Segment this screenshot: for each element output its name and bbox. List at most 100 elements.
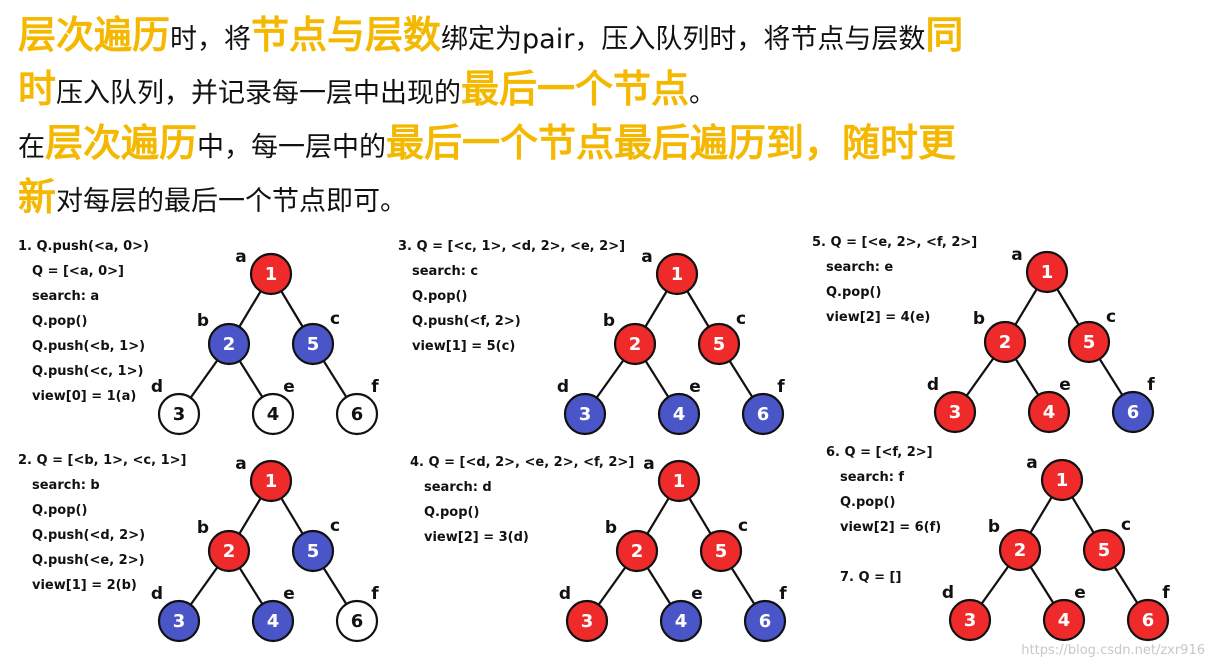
node-letter: d xyxy=(151,584,163,604)
tree-node-c xyxy=(697,322,741,366)
tree-node-a xyxy=(1025,250,1069,294)
node-number: 1 xyxy=(1056,470,1069,491)
code-line: 3. Q = [<c, 1>, <d, 2>, <e, 2>] xyxy=(398,239,625,254)
node-letter: c xyxy=(330,309,340,329)
intro-line-1: 层次遍历时，将节点与层数绑定为pair，压入队列时，将节点与层数同 xyxy=(18,8,1203,62)
node-letter: e xyxy=(1059,375,1071,395)
node-number: 3 xyxy=(581,611,594,632)
tree-node-a xyxy=(249,252,293,296)
node-letter: b xyxy=(197,311,209,331)
node-number: 1 xyxy=(673,471,686,492)
tree-node-b xyxy=(998,528,1042,572)
body-text: 压入队列，并记录每一层中出现的 xyxy=(56,78,462,109)
tree-node-b xyxy=(613,322,657,366)
step-panel-3: 3. Q = [<c, 1>, <d, 2>, <e, 2>]search: c… xyxy=(398,239,785,436)
node-letter: e xyxy=(1074,583,1086,603)
node-number: 5 xyxy=(715,541,728,562)
node-letter: b xyxy=(988,517,1000,537)
tree-node-d xyxy=(563,392,607,436)
node-letter: a xyxy=(235,454,246,474)
node-letter: f xyxy=(371,377,379,397)
tree-node-a xyxy=(249,459,293,503)
code-line: Q.pop() xyxy=(424,505,479,520)
highlight-text: 层次遍历 xyxy=(45,121,198,165)
node-number: 4 xyxy=(1043,402,1056,423)
body-text: 对每层的最后一个节点即可。 xyxy=(56,186,408,217)
node-number: 3 xyxy=(579,404,592,425)
code-line: 5. Q = [<e, 2>, <f, 2>] xyxy=(812,236,977,250)
node-number: 2 xyxy=(629,334,642,355)
code-line: view[1] = 5(c) xyxy=(412,339,515,354)
code-line: Q.push(<d, 2>) xyxy=(32,528,145,543)
code-line: Q = [<a, 0>] xyxy=(32,264,124,279)
code-line: Q.push(<c, 1>) xyxy=(32,364,143,379)
node-letter: f xyxy=(777,377,785,397)
tree-node-b xyxy=(207,529,251,573)
code-line: search: f xyxy=(840,470,904,485)
node-letter: b xyxy=(973,309,985,329)
tree-node-e xyxy=(1027,390,1071,434)
tree-node-d xyxy=(157,599,201,643)
node-number: 6 xyxy=(757,404,770,425)
tree-node-c xyxy=(291,529,335,573)
tree-node-a xyxy=(1040,458,1084,502)
code-line: view[2] = 6(f) xyxy=(840,520,941,535)
code-line: 1. Q.push(<a, 0>) xyxy=(18,239,149,254)
tree-node-c xyxy=(291,322,335,366)
code-line: 2. Q = [<b, 1>, <c, 1>] xyxy=(18,453,186,468)
node-letter: d xyxy=(559,584,571,604)
node-letter: a xyxy=(643,454,654,474)
node-number: 4 xyxy=(267,404,280,425)
node-letter: c xyxy=(1106,307,1116,327)
node-letter: e xyxy=(689,377,701,397)
tree-node-d xyxy=(157,392,201,436)
node-number: 2 xyxy=(223,541,236,562)
node-number: 5 xyxy=(1083,332,1096,353)
node-number: 6 xyxy=(1142,610,1155,631)
node-number: 6 xyxy=(351,611,364,632)
node-number: 1 xyxy=(265,264,278,285)
tree-node-f xyxy=(335,392,379,436)
intro-line-4: 新对每层的最后一个节点即可。 xyxy=(18,170,1203,224)
node-letter: f xyxy=(371,584,379,604)
node-letter: e xyxy=(691,584,703,604)
step-panel-5: 5. Q = [<e, 2>, <f, 2>]search: eQ.pop()v… xyxy=(812,236,1155,434)
node-number: 3 xyxy=(173,404,186,425)
code-line: view[2] = 4(e) xyxy=(826,310,930,325)
body-text: 。 xyxy=(689,78,717,109)
node-number: 2 xyxy=(999,332,1012,353)
code-line: search: b xyxy=(32,478,100,493)
tree-node-d xyxy=(933,390,977,434)
node-letter: a xyxy=(235,247,246,267)
node-number: 2 xyxy=(223,334,236,355)
node-number: 2 xyxy=(631,541,644,562)
node-letter: e xyxy=(283,584,295,604)
tree-node-d xyxy=(948,598,992,642)
node-number: 6 xyxy=(759,611,772,632)
node-number: 3 xyxy=(949,402,962,423)
node-letter: f xyxy=(1147,375,1155,395)
highlight-text: 同 xyxy=(925,13,964,57)
node-letter: f xyxy=(779,584,787,604)
node-letter: a xyxy=(1026,453,1037,473)
node-letter: c xyxy=(1121,515,1131,535)
node-letter: b xyxy=(197,518,209,538)
highlight-text: 最后一个节点 xyxy=(461,67,690,111)
intro-line-3: 在层次遍历中，每一层中的最后一个节点最后遍历到，随时更 xyxy=(18,116,1203,170)
node-letter: d xyxy=(927,375,939,395)
code-line: Q.pop() xyxy=(32,503,87,518)
code-line: 4. Q = [<d, 2>, <e, 2>, <f, 2>] xyxy=(410,455,634,470)
node-number: 5 xyxy=(307,334,320,355)
code-line: view[0] = 1(a) xyxy=(32,389,136,404)
node-number: 5 xyxy=(1098,540,1111,561)
step-panel-2: 2. Q = [<b, 1>, <c, 1>] search: b Q.pop() Q… xyxy=(18,453,379,643)
tree-node-d xyxy=(565,599,609,643)
node-number: 6 xyxy=(351,404,364,425)
body-text: 中，每一层中的 xyxy=(197,132,387,163)
tree-node-f xyxy=(335,599,379,643)
code-line: view[1] = 2(b) xyxy=(32,578,137,593)
code-line: search: d xyxy=(424,480,492,495)
tree-node-f xyxy=(743,599,787,643)
body-text: 在 xyxy=(18,132,45,163)
code-line: Q.pop() xyxy=(826,285,881,300)
